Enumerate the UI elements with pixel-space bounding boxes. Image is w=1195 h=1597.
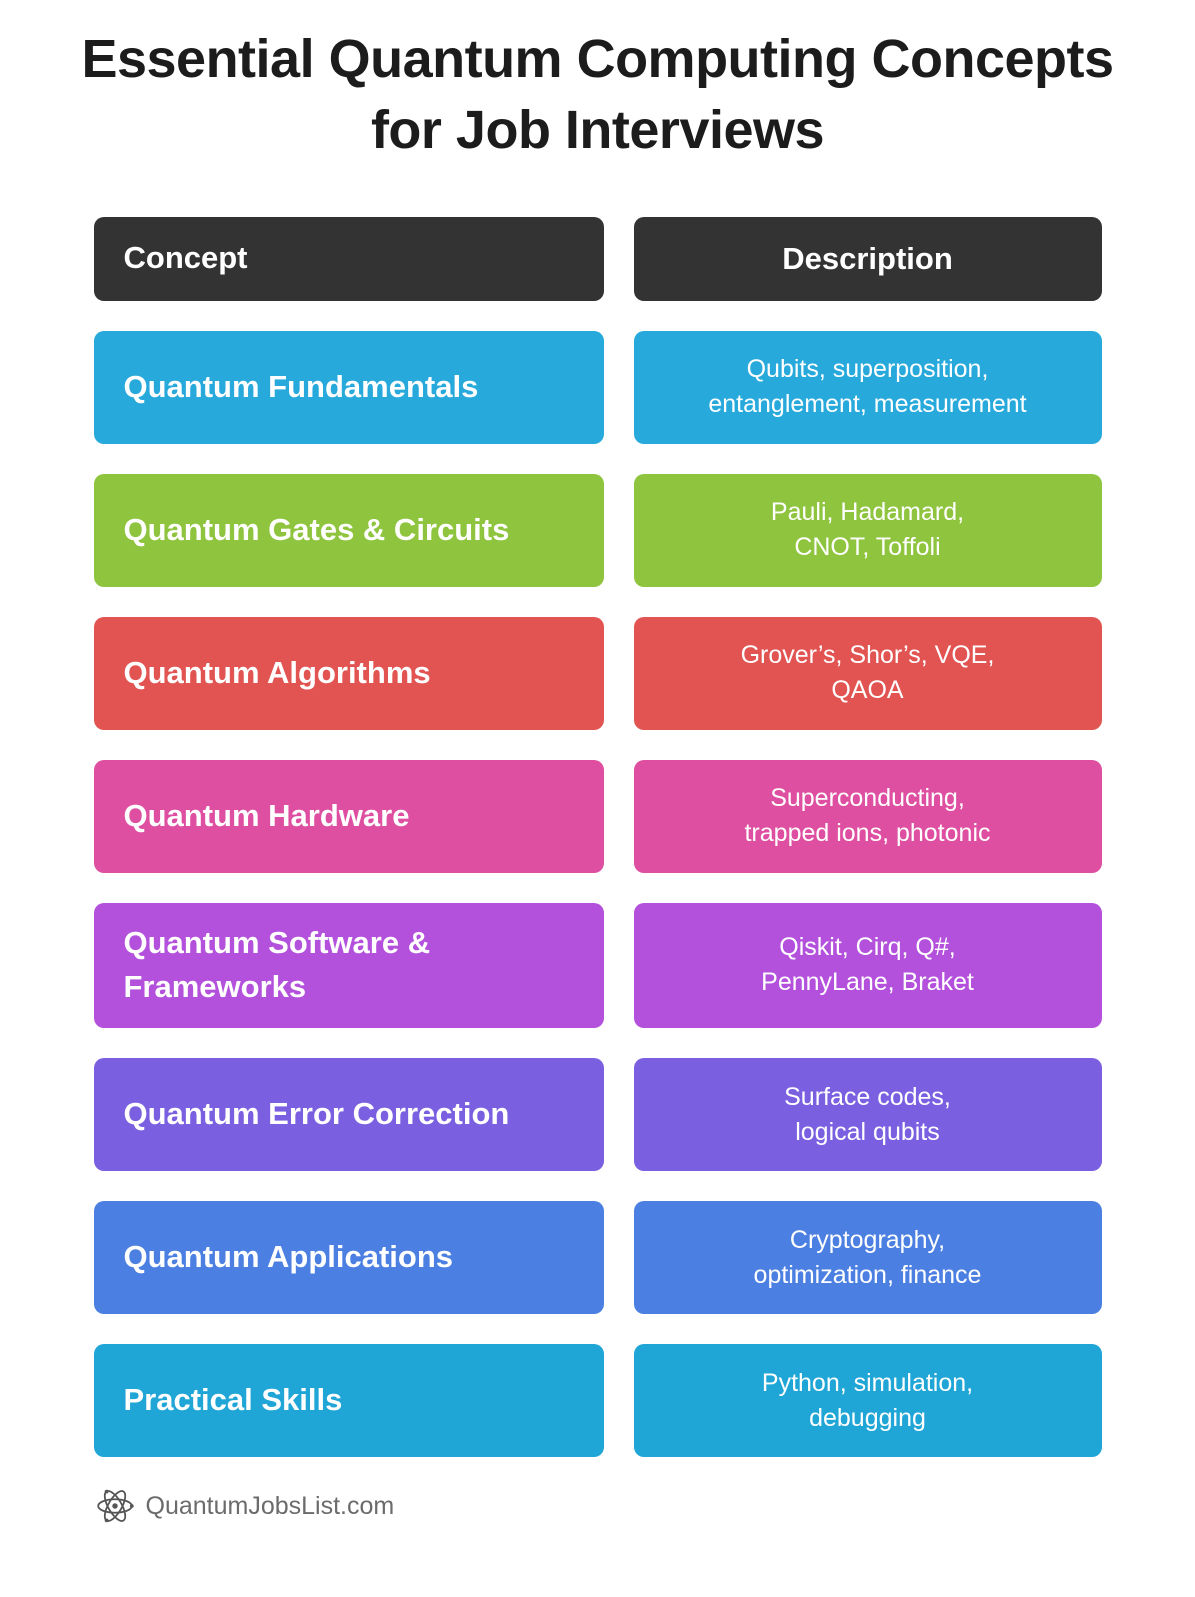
page-title: Essential Quantum Computing Concepts for… <box>40 24 1155 167</box>
concept-label: Quantum Fundamentals <box>123 368 479 404</box>
description-cell-quantum-algorithms: Grover’s, Shor’s, VQE, QAOA <box>633 616 1102 730</box>
description-cell-quantum-applications: Cryptography, optimization, finance <box>633 1201 1102 1315</box>
concept-cell-practical-skills: Practical Skills <box>93 1344 604 1458</box>
concept-label: Quantum Applications <box>123 1239 454 1275</box>
description-cell-quantum-gates-circuits: Pauli, Hadamard, CNOT, Toffoli <box>633 473 1102 587</box>
description-text: Surface codes, logical qubits <box>784 1082 951 1146</box>
header-description: Description <box>633 216 1102 301</box>
concept-cell-quantum-error-correction: Quantum Error Correction <box>93 1058 604 1172</box>
description-cell-quantum-error-correction: Surface codes, logical qubits <box>633 1058 1102 1172</box>
header-concept-label: Concept <box>123 240 248 276</box>
description-cell-practical-skills: Python, simulation, debugging <box>633 1344 1102 1458</box>
concept-cell-quantum-gates-circuits: Quantum Gates & Circuits <box>93 473 604 587</box>
header-concept: Concept <box>93 216 604 301</box>
concept-cell-quantum-applications: Quantum Applications <box>93 1201 604 1315</box>
atom-icon <box>94 1485 136 1527</box>
footer: QuantumJobsList.com <box>94 1485 1102 1557</box>
description-text: Pauli, Hadamard, CNOT, Toffoli <box>770 498 965 562</box>
concept-cell-quantum-algorithms: Quantum Algorithms <box>93 616 604 730</box>
header-description-label: Description <box>782 240 953 276</box>
footer-site-label: QuantumJobsList.com <box>145 1491 395 1520</box>
concept-cell-quantum-software-frameworks: Quantum Software & Frameworks <box>93 902 604 1029</box>
description-text: Qubits, superposition, entanglement, mea… <box>708 355 1027 419</box>
concept-label: Quantum Gates & Circuits <box>123 511 510 547</box>
description-cell-quantum-software-frameworks: Qiskit, Cirq, Q#, PennyLane, Braket <box>633 902 1102 1029</box>
page-title-line1: Essential Quantum Computing Concepts <box>81 29 1114 89</box>
description-cell-quantum-hardware: Superconducting, trapped ions, photonic <box>633 759 1102 873</box>
description-text: Superconducting, trapped ions, photonic <box>744 784 991 848</box>
description-text: Qiskit, Cirq, Q#, PennyLane, Braket <box>761 933 974 997</box>
description-text: Python, simulation, debugging <box>761 1368 974 1432</box>
concept-label: Quantum Algorithms <box>123 654 431 690</box>
description-cell-quantum-fundamentals: Qubits, superposition, entanglement, mea… <box>633 330 1102 444</box>
description-text: Grover’s, Shor’s, VQE, QAOA <box>740 641 995 705</box>
concept-cell-quantum-fundamentals: Quantum Fundamentals <box>93 330 604 444</box>
concept-label: Quantum Error Correction <box>123 1096 510 1132</box>
description-text: Cryptography, optimization, finance <box>753 1225 982 1289</box>
concept-label: Quantum Software & Frameworks <box>123 924 431 1005</box>
page-title-line2: for Job Interviews <box>370 100 825 161</box>
concept-cell-quantum-hardware: Quantum Hardware <box>93 759 604 873</box>
concept-label: Practical Skills <box>123 1382 343 1418</box>
concepts-table: Concept Description Quantum Fundamentals… <box>93 216 1102 1458</box>
concept-label: Quantum Hardware <box>123 797 410 833</box>
